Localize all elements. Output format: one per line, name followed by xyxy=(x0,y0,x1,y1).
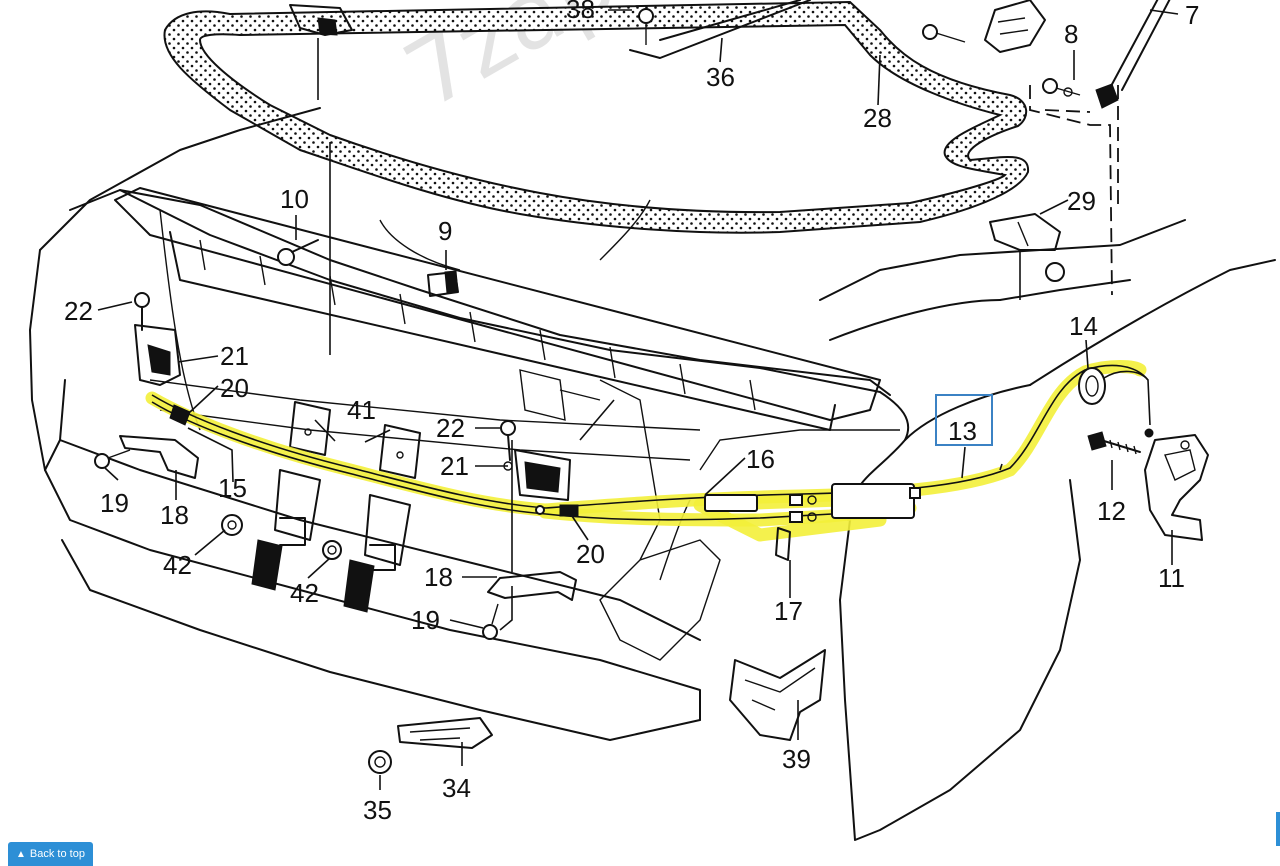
callout-28: 28 xyxy=(863,103,892,133)
back-to-top-button[interactable]: ▲ Back to top xyxy=(8,842,93,866)
bolt-12 xyxy=(1087,431,1141,455)
callout-34: 34 xyxy=(442,773,471,803)
callout-21-left: 21 xyxy=(220,341,249,371)
callout-18-left: 18 xyxy=(160,500,189,530)
callout-19-center: 19 xyxy=(411,605,440,635)
nut-35 xyxy=(368,750,392,774)
callout-16: 16 xyxy=(746,444,775,474)
clip-9 xyxy=(427,270,459,297)
callout-labels: 38 36 28 7 8 29 10 9 22 21 20 41 22 21 1… xyxy=(64,0,1199,825)
callout-42-right: 42 xyxy=(290,578,319,608)
callout-41: 41 xyxy=(347,395,376,425)
hood-lock-left xyxy=(134,292,191,426)
callout-29: 29 xyxy=(1067,186,1096,216)
scroll-edge-indicator xyxy=(1276,812,1280,846)
callout-15: 15 xyxy=(218,473,247,503)
part-17 xyxy=(775,527,791,561)
callout-8: 8 xyxy=(1064,19,1078,49)
callout-13: 13 xyxy=(948,416,977,446)
callout-7: 7 xyxy=(1185,0,1199,30)
callout-35: 35 xyxy=(363,795,392,825)
callout-12: 12 xyxy=(1097,496,1126,526)
callout-22-left: 22 xyxy=(64,296,93,326)
gas-strut-7 xyxy=(1095,0,1171,109)
callout-9: 9 xyxy=(438,216,452,246)
part-top-left-clip xyxy=(289,4,353,36)
callout-18-center: 18 xyxy=(424,562,453,592)
callout-20-left: 20 xyxy=(220,373,249,403)
callout-11: 11 xyxy=(1158,563,1185,593)
chevron-up-icon: ▲ xyxy=(16,848,26,860)
hood-seal xyxy=(163,0,1030,234)
callout-19-left: 19 xyxy=(100,488,129,518)
part-34 xyxy=(397,717,493,749)
callout-13-box xyxy=(935,394,993,446)
callout-21-center: 21 xyxy=(440,451,469,481)
bracket-41 xyxy=(251,401,421,613)
leader-lines xyxy=(97,9,1179,790)
cable-highlight xyxy=(145,360,1147,542)
hinge-8 xyxy=(922,0,1081,97)
callout-17: 17 xyxy=(774,596,803,626)
callout-10: 10 xyxy=(280,184,309,214)
grommet-14 xyxy=(1078,367,1154,438)
hood-lock-center xyxy=(500,420,571,501)
callout-20-center: 20 xyxy=(576,539,605,569)
callout-38: 38 xyxy=(566,0,595,24)
release-cable xyxy=(151,364,1151,523)
nut-42 xyxy=(221,514,342,560)
release-lever-11 xyxy=(1144,434,1209,541)
part-39 xyxy=(729,649,826,741)
back-to-top-label: Back to top xyxy=(29,848,85,860)
dashed-lines xyxy=(1029,85,1119,296)
callout-39: 39 xyxy=(782,744,811,774)
part-29 xyxy=(989,213,1061,251)
part-36 xyxy=(629,0,811,59)
bolt-19 xyxy=(94,449,499,640)
bolt-10 xyxy=(277,239,319,266)
callout-22-center: 22 xyxy=(436,413,465,443)
callout-14: 14 xyxy=(1069,311,1098,341)
callout-42-left: 42 xyxy=(163,550,192,580)
bracket-18 xyxy=(119,435,577,601)
callout-36: 36 xyxy=(706,62,735,92)
